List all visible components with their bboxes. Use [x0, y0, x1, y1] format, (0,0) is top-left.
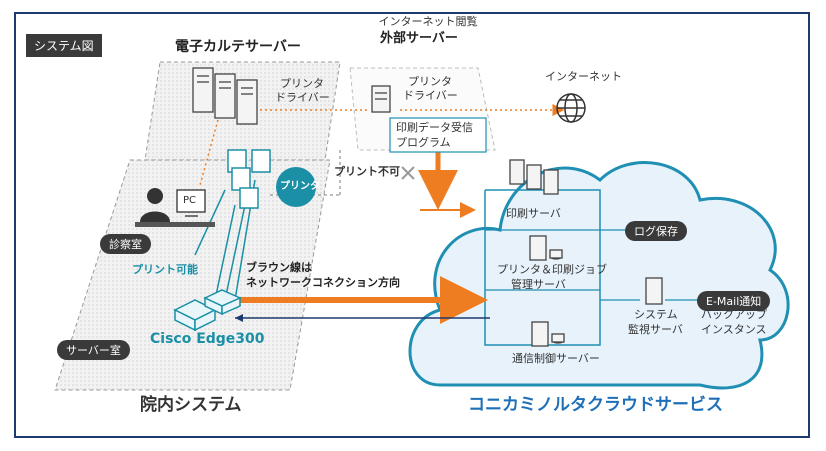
- hospital-system-label: 院内システム: [140, 395, 242, 415]
- printer-document-icons: [227, 149, 271, 209]
- brown-line-note-a: ブラウン線は: [246, 261, 312, 274]
- cisco-edge-icon: [173, 289, 242, 332]
- cloud-service-label: コニカミノルタクラウドサービス: [468, 395, 723, 415]
- pc-label: PC: [183, 195, 197, 206]
- log-storage-badge: ログ保存: [625, 221, 687, 241]
- printer-circle-label: プリンタ: [280, 181, 320, 192]
- printer-driver-1b: ドライバー: [275, 91, 330, 104]
- print-server-label: 印刷サーバ: [506, 207, 561, 220]
- print-server-icon: [509, 159, 559, 195]
- diagram-frame: [14, 12, 810, 438]
- receiver-label-a: 印刷データ受信: [396, 121, 473, 134]
- job-server-icon: [529, 235, 563, 261]
- job-server-label-b: 管理サーバ: [511, 278, 566, 291]
- desk: [135, 222, 215, 227]
- job-server-label-a: プリンタ＆印刷ジョブ: [497, 263, 607, 276]
- exam-room-badge: 診察室: [100, 234, 151, 254]
- ehr-server-icon: [192, 67, 258, 125]
- printer-driver-2b: ドライバー: [403, 89, 458, 102]
- internet-label: インターネット: [545, 70, 622, 83]
- receiver-label-b: プログラム: [396, 136, 451, 149]
- receiver-box: [389, 117, 487, 153]
- ehr-server-label: 電子カルテサーバー: [175, 39, 301, 55]
- backup-label-a: バックアップ: [701, 308, 767, 321]
- title-tag: システム図: [26, 34, 102, 57]
- comm-server-icon: [531, 321, 565, 347]
- doctor-icon: [140, 188, 170, 222]
- server-room-badge: サーバー室: [57, 340, 130, 360]
- blocked-x-icon: [401, 166, 415, 180]
- print-allowed-label: プリント可能: [132, 263, 198, 276]
- printer-driver-2a: プリンタ: [408, 75, 452, 88]
- external-server-icon: [371, 85, 391, 113]
- external-server-label-1: インターネット閲覧: [378, 15, 478, 28]
- comm-control-label: 通信制御サーバー: [512, 352, 600, 365]
- monitor-label-b: 監視サーバ: [628, 323, 683, 336]
- external-server-label-2: 外部サーバー: [380, 31, 458, 46]
- printer-driver-1a: プリンタ: [280, 77, 324, 90]
- edge-device-label: Cisco Edge300: [150, 331, 265, 347]
- monitor-label-a: システム: [634, 308, 678, 321]
- globe-icon: [556, 93, 586, 123]
- monitor-server-icon: [645, 277, 663, 305]
- print-not-allowed-label: プリント不可: [334, 165, 400, 178]
- email-notify-badge: E-Mail通知: [697, 291, 771, 311]
- pc-icon: [176, 189, 206, 217]
- backup-label-b: インスタンス: [701, 323, 767, 336]
- printer-circle: [276, 167, 316, 207]
- brown-line-note-b: ネットワークコネクション方向: [246, 276, 400, 289]
